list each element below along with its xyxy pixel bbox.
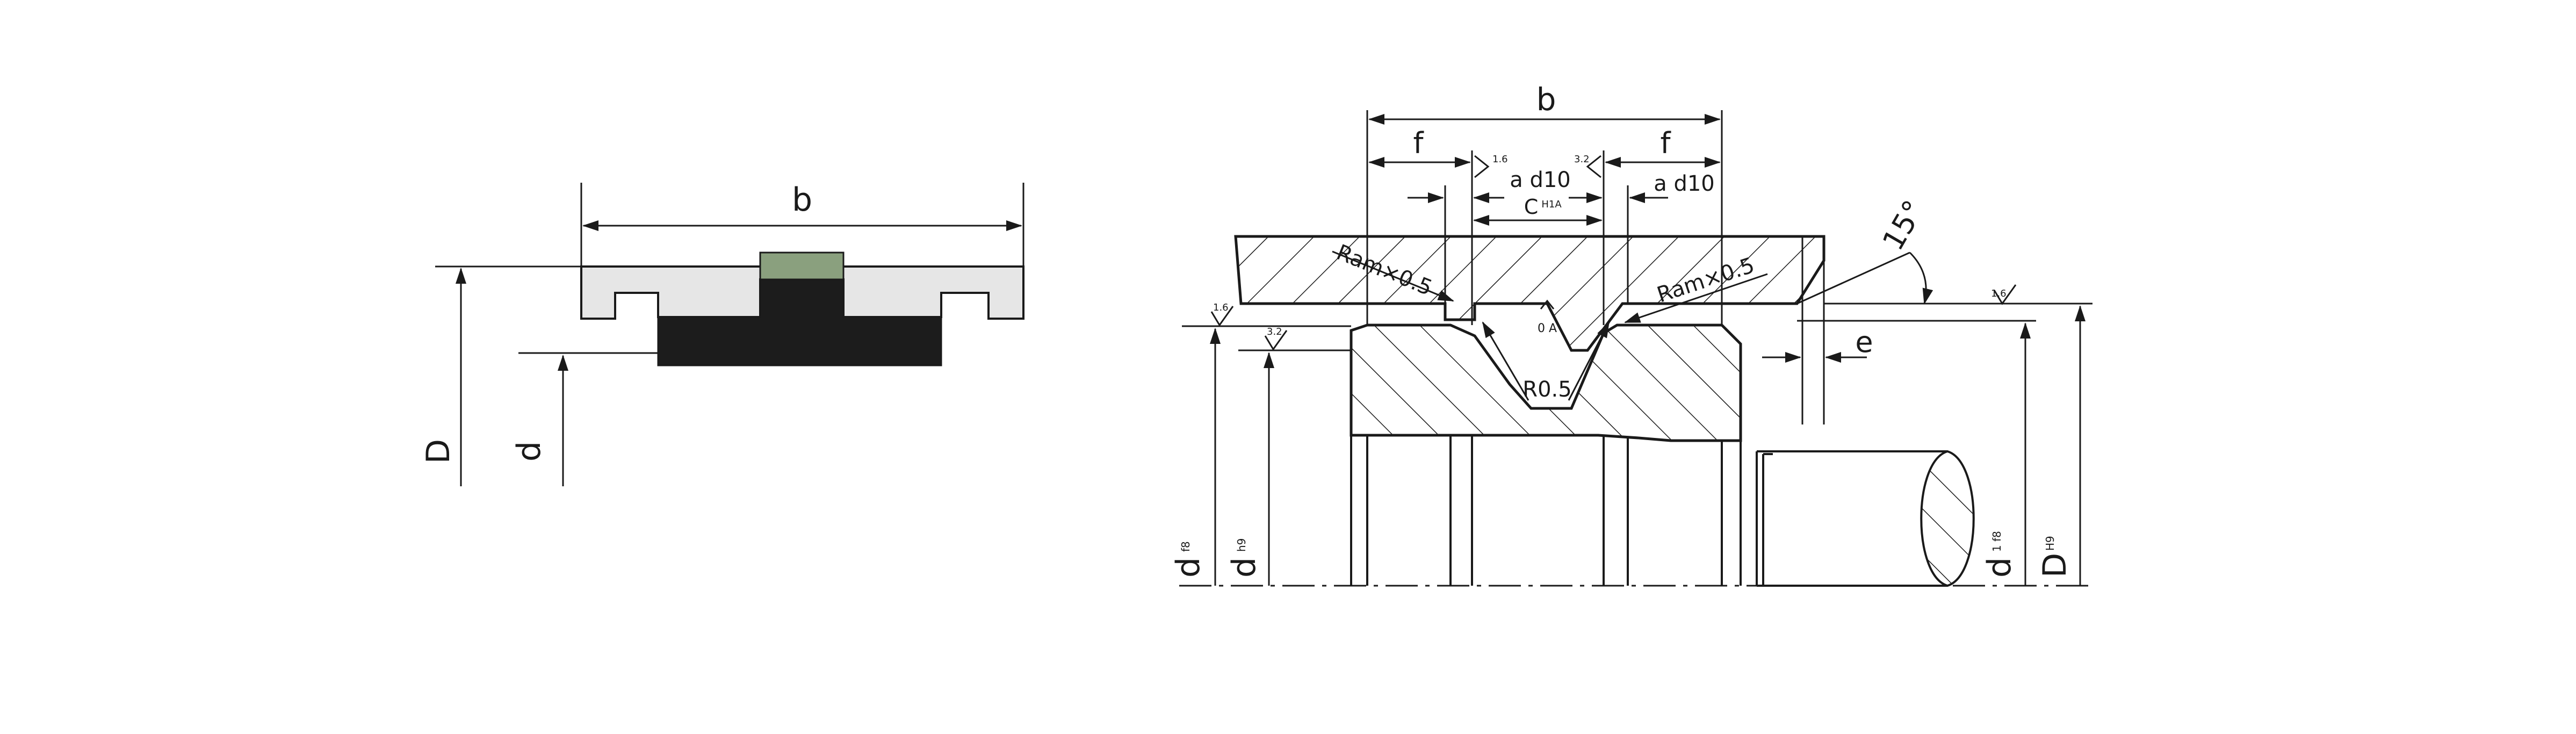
right-b-label: b bbox=[1536, 81, 1556, 118]
seal-green-insert bbox=[759, 251, 845, 280]
roughness-symbol-left-1: 1.6 bbox=[1210, 302, 1234, 327]
a-right-label: a d10 bbox=[1654, 171, 1715, 196]
svg-text:d: d bbox=[1170, 557, 1207, 578]
ram-right-leader bbox=[1624, 273, 1768, 323]
svg-text:1 f8: 1 f8 bbox=[1990, 531, 2003, 552]
housing-section bbox=[1234, 235, 1825, 352]
left-d-label: d bbox=[510, 441, 548, 462]
roughness-mark-1: 1.6 bbox=[1492, 154, 1508, 165]
e-label: e bbox=[1855, 325, 1873, 359]
shaft-body bbox=[1756, 450, 1947, 586]
vertical-body-lines bbox=[1350, 435, 1742, 586]
angle-arc bbox=[1909, 251, 1933, 305]
dh9-label: d h9 bbox=[1225, 538, 1263, 578]
c-label: C bbox=[1524, 195, 1539, 219]
svg-text:D: D bbox=[2036, 553, 2074, 578]
svg-text:H9: H9 bbox=[2044, 536, 2057, 551]
roughness-mark-2: 3.2 bbox=[1574, 154, 1590, 165]
svg-text:d: d bbox=[1981, 557, 2018, 578]
DH9-label: D H9 bbox=[2036, 536, 2074, 578]
f-left-label: f bbox=[1413, 126, 1424, 160]
r-leader-left bbox=[1482, 321, 1529, 401]
roughness-symbol-right: 1.6 bbox=[1991, 284, 2017, 305]
right-groove-figure: e b f f a d10 a d10 C H1A 1.6 bbox=[1170, 81, 2092, 587]
piston-section bbox=[1350, 323, 1742, 442]
left-D-label: D bbox=[420, 439, 457, 464]
r-label: R0.5 bbox=[1522, 377, 1571, 402]
a-left-label: a d10 bbox=[1510, 168, 1571, 192]
svg-text:d: d bbox=[1225, 557, 1263, 578]
left-b-label: b bbox=[792, 181, 812, 219]
roughness-symbol-top-right: 3.2 bbox=[1574, 154, 1601, 178]
svg-text:f8: f8 bbox=[1179, 541, 1192, 552]
angle-ray bbox=[1796, 251, 1910, 305]
roughness-symbol-top-left: 1.6 bbox=[1474, 154, 1508, 178]
angle-label: 15° bbox=[1876, 195, 1931, 256]
roughness-symbol-left-2: 3.2 bbox=[1264, 326, 1288, 351]
left-seal-figure: b D d bbox=[420, 181, 1024, 486]
seal-black-ring bbox=[657, 278, 942, 366]
c-tol: H1A bbox=[1541, 199, 1562, 210]
center-note: 0 A bbox=[1538, 299, 1557, 335]
center-note-text: 0 A bbox=[1538, 322, 1557, 335]
df8-label: d f8 bbox=[1170, 541, 1207, 578]
roughness-mark-5: 3.2 bbox=[1267, 326, 1282, 337]
f-right-label: f bbox=[1660, 126, 1671, 160]
roughness-mark-4: 1.6 bbox=[1213, 302, 1229, 313]
shaft-break-ellipse bbox=[1920, 450, 1975, 587]
r-leader-right bbox=[1568, 321, 1610, 401]
d1f8-label: d 1 f8 bbox=[1981, 531, 2018, 578]
ram-left-leader bbox=[1332, 250, 1454, 302]
svg-text:h9: h9 bbox=[1235, 538, 1248, 552]
roughness-mark-3: 1.6 bbox=[1991, 288, 2007, 299]
